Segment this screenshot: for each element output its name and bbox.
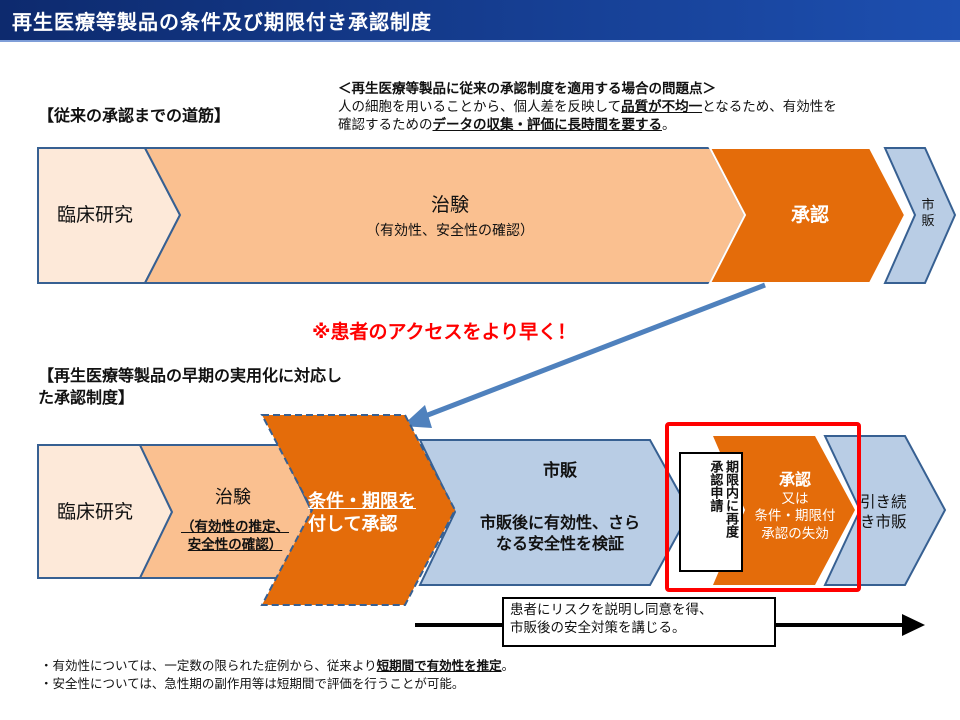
risk-note-box (502, 597, 776, 647)
page-title: 再生医療等製品の条件及び期限付き承認制度 (12, 10, 432, 34)
trial-top-label: 治験 (430, 194, 469, 216)
problem-title: ＜再生医療等製品に従来の承認制度を適用する場合の問題点＞ (338, 81, 716, 97)
problem-text-1b: 品質が不均一 (621, 99, 703, 116)
market-bottom-sub: 市販後に有効性、さら なる安全性を検証 (455, 513, 665, 555)
approval-bottom-l2: 条件・期限付 (754, 508, 836, 525)
flow-arrow (419, 282, 766, 421)
reapply-1: 期限内に再度 (723, 460, 738, 538)
approval-bottom-label: 承認 又は 条件・期限付 承認の失効 (735, 470, 855, 543)
market-top-label: 市販 (921, 198, 935, 230)
approval-bottom-l1: 又は (781, 490, 809, 507)
risk-note-1: 患者にリスクを説明し同意を得、 (510, 602, 713, 618)
conditional-1: 条件・期限を (308, 491, 416, 512)
step-market-top (883, 147, 957, 284)
risk-note: 患者にリスクを説明し同意を得、 市販後の安全対策を講じる。 (510, 602, 713, 637)
clinical-bottom-label: 臨床研究 (56, 501, 133, 523)
market-sub-2: なる安全性を検証 (495, 533, 624, 553)
approval-top-label: 承認 (790, 204, 829, 226)
step-approval-bottom (713, 436, 855, 585)
callout: ※患者のアクセスをより早く！ (312, 321, 577, 343)
approval-bottom-l3: 承認の失効 (761, 525, 829, 542)
reapply-box-bg (679, 452, 743, 572)
continue-1: 引き続 (860, 493, 907, 511)
reapply-2: 承認申請 (707, 460, 723, 512)
new-heading-2: た承認制度】 (38, 387, 135, 407)
note-1a: ・有効性については、一定数の限られた症例から、従来より (40, 658, 377, 673)
continue-market-label: 引き続 き市販 (860, 492, 930, 532)
trial-sub-1: （有効性の推定、 (181, 519, 289, 535)
note-2: ・安全性については、急性期の副作用等は短期間で評価を行うことが可能。 (40, 676, 465, 692)
approval-bottom-title: 承認 (778, 470, 811, 489)
continue-2: き市販 (860, 513, 907, 532)
new-system-heading: 【再生医療等製品の早期の実用化に対応し た承認制度】 (38, 365, 342, 408)
clinical-top-label: 臨床研究 (56, 204, 133, 226)
step-approval-top (708, 147, 907, 284)
trial-bottom-sub: （有効性の推定、 安全性の確認） (165, 518, 305, 554)
title-bar (0, 0, 960, 40)
conditional-2: 付して承認 (308, 514, 398, 536)
note-1c: 。 (501, 658, 515, 673)
problem-text-2c: 。 (662, 117, 676, 134)
traditional-heading: 【従来の承認までの道筋】 (38, 106, 231, 125)
highlight-frame (665, 422, 861, 592)
note-1b: 短期間で有効性を推定 (376, 658, 502, 673)
problem-text: ＜再生医療等製品に従来の承認制度を適用する場合の問題点＞ 人の細胞を用いることか… (338, 80, 837, 135)
market-sub-1: 市販後に有効性、さら (479, 513, 640, 532)
trial-bottom-label: 治験 (215, 487, 251, 508)
new-heading-1: 【再生医療等製品の早期の実用化に対応し (38, 366, 343, 385)
problem-text-1c: となるため、有効性を (702, 99, 837, 116)
problem-text-2b: データの収集・評価に長時間を要する (432, 117, 663, 134)
trial-sub-2: 安全性の確認） (187, 537, 283, 554)
conditional-label: 条件・期限を 付して承認 (308, 490, 458, 537)
reapply-label: 期限内に再度 承認申請 (684, 460, 738, 566)
problem-text-1a: 人の細胞を用いることから、個人差を反映して (338, 99, 622, 116)
risk-note-2: 市販後の安全対策を講じる。 (510, 619, 686, 636)
market-bottom-title: 市販 (543, 461, 577, 481)
step-market-bottom (418, 439, 692, 586)
footnotes: ・有効性については、一定数の限られた症例から、従来より短期間で有効性を推定。 ・… (40, 657, 514, 693)
trial-top-sub: （有効性、安全性の確認） (366, 223, 534, 239)
step-conditional-approval (260, 414, 457, 606)
problem-text-2a: 確認するための (338, 117, 433, 134)
